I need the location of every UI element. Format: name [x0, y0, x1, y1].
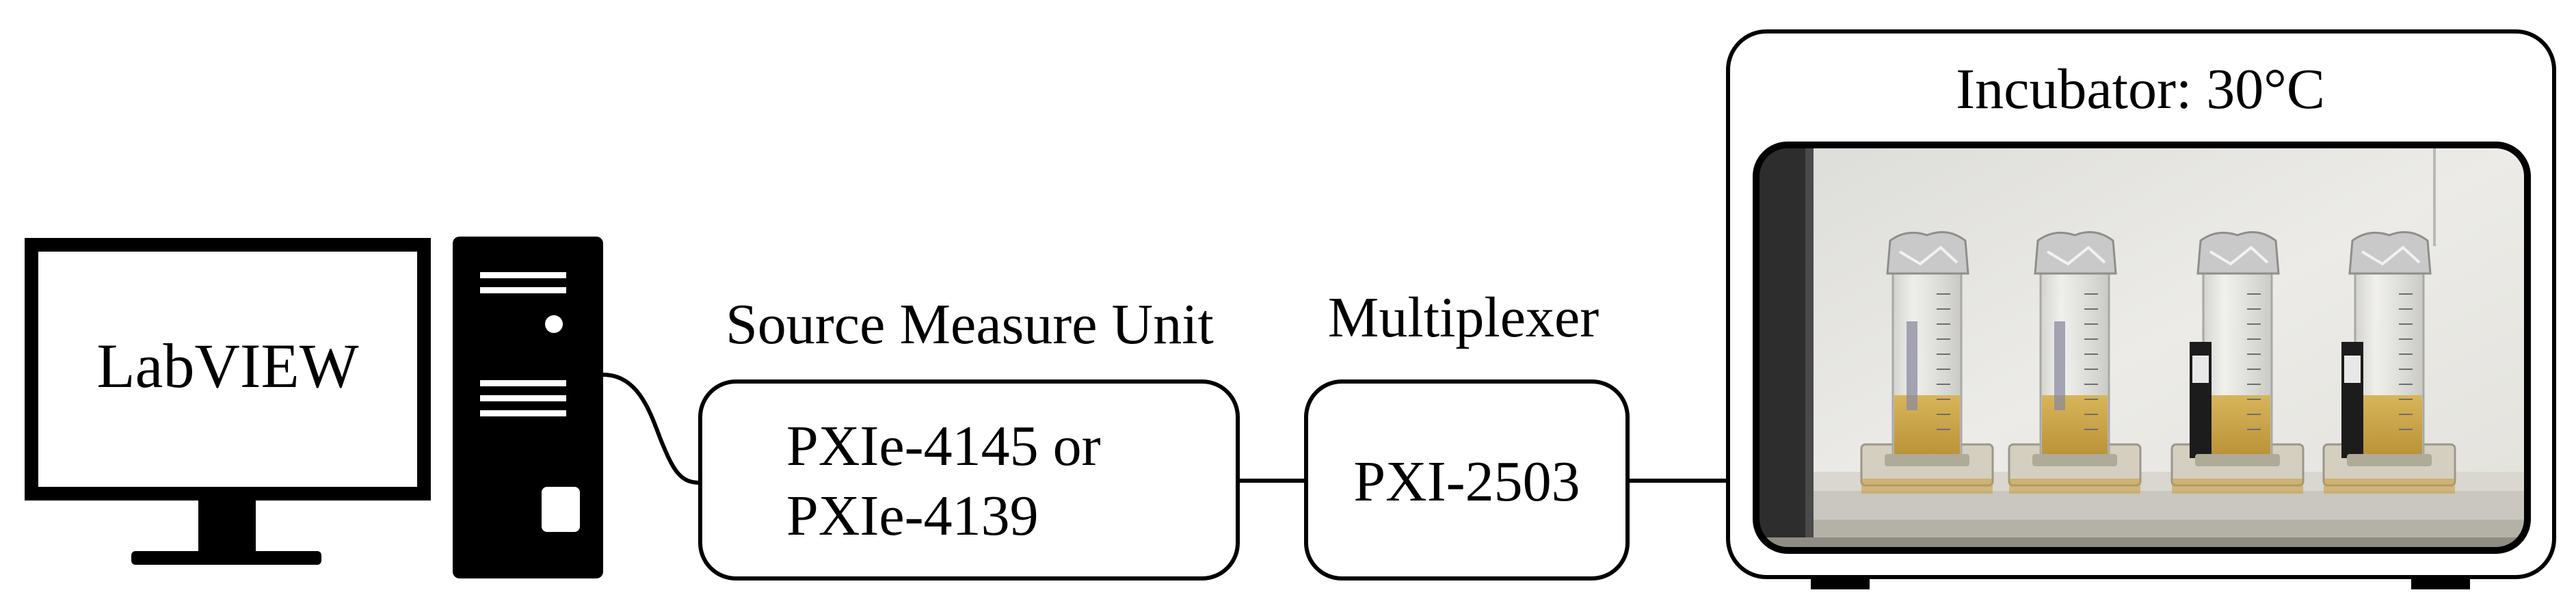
smu-box: [698, 379, 1240, 580]
reactor-tube-3: [2170, 231, 2305, 494]
monitor-text: LabVIEW: [96, 331, 358, 401]
smu-model-line-2: PXIe-4139: [786, 484, 1039, 548]
reactor-tube-1: [1860, 231, 1994, 494]
smu-model-line-1: PXIe-4145 or: [786, 414, 1101, 478]
mux-model: PXI-2503: [1353, 450, 1580, 513]
incubator-foot-right: [2411, 577, 2470, 589]
reactor-tube-2: [2008, 231, 2142, 494]
smu-title: Source Measure Unit: [726, 293, 1214, 356]
photo-frame: [1753, 142, 2531, 554]
incubator-foot-left: [1811, 577, 1870, 589]
cable-computer-smu: [602, 373, 701, 485]
monitor-icon: [25, 238, 431, 565]
reactor-tube-4: [2322, 231, 2456, 494]
mux-box: [1304, 379, 1630, 580]
mux-title: Multiplexer: [1328, 286, 1599, 349]
incubator-title: Incubator: 30°C: [1956, 57, 2325, 121]
computer-tower-icon: [453, 237, 603, 578]
reactor-tube: [1860, 231, 2456, 494]
